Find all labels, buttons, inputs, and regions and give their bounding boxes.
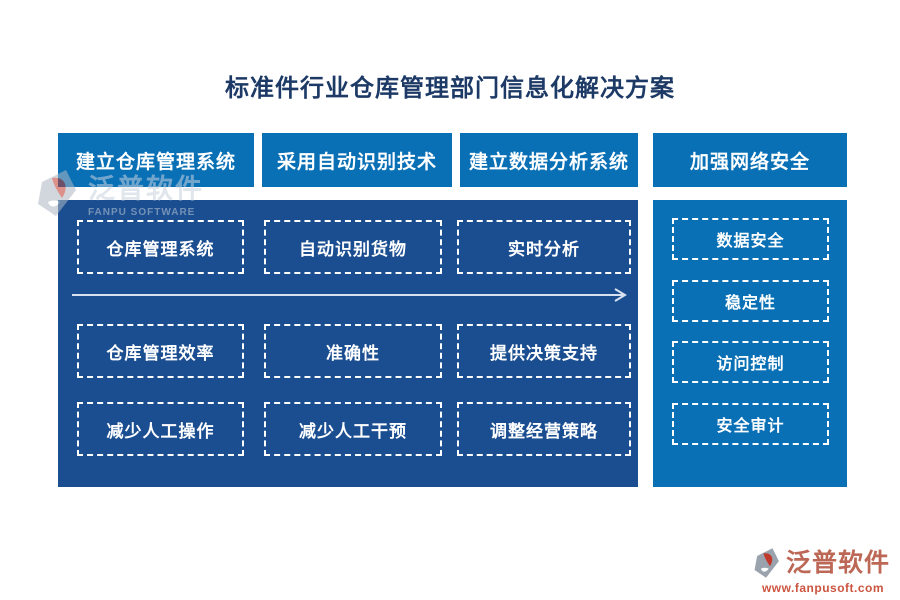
flow-box-warehouse-mgmt-efficiency: 仓库管理效率 xyxy=(77,324,244,378)
fanpu-logo-icon xyxy=(754,548,779,578)
header-network-security: 加强网络安全 xyxy=(653,133,847,187)
footer-brand-name: 泛普软件 xyxy=(786,548,891,577)
flow-box-reduce-manual-operation: 减少人工操作 xyxy=(77,402,244,456)
footer-brand-url: www.fanpusoft.com xyxy=(761,581,885,595)
security-box-data-security: 数据安全 xyxy=(672,218,829,260)
flow-box-adjust-business-strategy: 调整经营策略 xyxy=(457,402,631,456)
security-box-access-control: 访问控制 xyxy=(672,341,829,383)
page-title: 标准件行业仓库管理部门信息化解决方案 xyxy=(225,76,675,102)
flow-box-reduce-manual-intervention: 减少人工干预 xyxy=(264,402,442,456)
header-establish-warehouse-system: 建立仓库管理系统 xyxy=(58,133,254,187)
header-auto-identification-tech: 采用自动识别技术 xyxy=(262,133,452,187)
security-panel: 数据安全 稳定性 访问控制 安全审计 xyxy=(653,200,847,487)
main-flow-panel: 仓库管理系统 自动识别货物 实时分析 仓库管理效率 准确性 提供决策支持 减少人… xyxy=(58,200,638,487)
flow-box-auto-identify-goods: 自动识别货物 xyxy=(264,220,442,274)
security-box-stability: 稳定性 xyxy=(672,280,829,322)
security-box-security-audit: 安全审计 xyxy=(672,403,829,445)
flow-arrow-right-icon xyxy=(72,288,627,302)
flow-box-warehouse-mgmt-system: 仓库管理系统 xyxy=(77,220,244,274)
footer-brand-logo: 泛普软件 www.fanpusoft.com xyxy=(753,547,893,595)
flow-box-decision-support: 提供决策支持 xyxy=(457,324,631,378)
flow-box-realtime-analysis: 实时分析 xyxy=(457,220,631,274)
header-data-analysis-system: 建立数据分析系统 xyxy=(460,133,638,187)
flow-box-accuracy: 准确性 xyxy=(264,324,442,378)
